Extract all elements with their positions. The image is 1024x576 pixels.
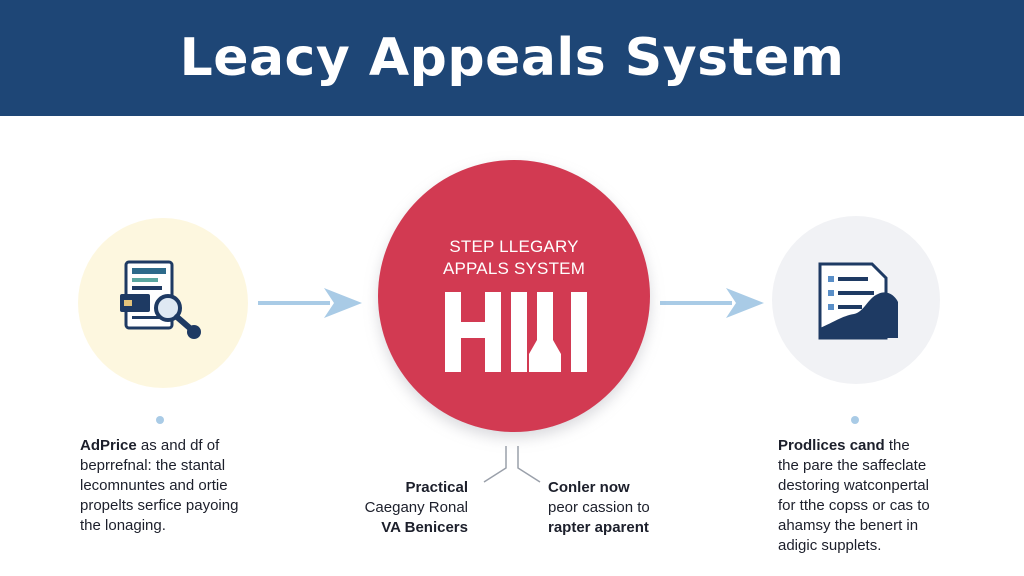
bottom-right-label: Conler now peor cassion to rapter aparen… [548,478,650,538]
right-description-line: ahamsy the benert in [778,517,919,534]
arrow-right-icon [258,288,362,318]
right-description-line: adigic supplets. [778,537,882,554]
left-description-line: the lonaging. [80,517,166,534]
right-description-line: for tthe copss or cas to [778,497,930,514]
left-description-line: beprrefnal: the stantal [80,457,226,474]
bottom-left-label-line1: Practical [405,479,468,496]
bullet-dot [156,416,164,424]
bottom-left-label-line2: Caegany Ronal [364,499,468,516]
right-description-line: Prodlices cand the [778,437,910,454]
left-description-line: lecomnuntes and ortie [80,477,228,494]
right-description: Prodlices cand the the pare the saffecla… [778,436,930,556]
arrow-right-icon [660,288,764,318]
bottom-right-label-line3: rapter aparent [548,519,649,536]
document-chart-icon [818,262,898,340]
hill-glyph-icon [445,292,587,372]
right-description-line: destoring watconpertal [778,477,929,494]
left-description: AdPrice as and df of beprrefnal: the sta… [80,436,238,536]
document-magnifier-icon [120,260,201,339]
bottom-right-label-line1: Conler now [548,479,630,496]
connector-lines [483,446,541,483]
left-description-line: propelts serfice payoing [80,497,239,514]
bottom-left-label: Practical Caegany Ronal VA Benicers [365,478,468,538]
bullet-dot [851,416,859,424]
left-description-line: AdPrice as and df of [80,437,220,454]
center-heading-line1: STEP LLEGARY [449,237,579,256]
page-title: Leacy Appeals System [179,28,845,88]
title-banner: Leacy Appeals System [0,0,1024,116]
right-description-line: the pare the saffeclate [778,457,927,474]
bottom-right-label-line2: peor cassion to [548,499,650,516]
center-heading-line2: APPALS SYSTEM [442,259,586,278]
bottom-left-label-line3: VA Benicers [381,519,468,536]
